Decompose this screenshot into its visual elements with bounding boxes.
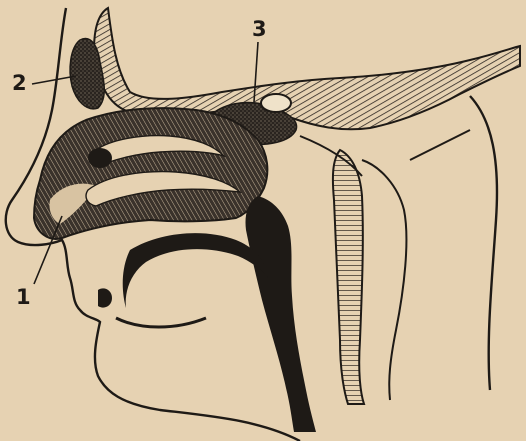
tongue-arc [116, 318, 206, 327]
back-of-neck [470, 96, 497, 390]
pharyngeal-wall [246, 196, 317, 432]
label-1: 1 [16, 285, 31, 309]
pituitary-gland [261, 94, 291, 112]
occipital-curve [410, 130, 470, 160]
soft-palate [123, 233, 268, 308]
spinal-column [333, 150, 364, 404]
leader-line-2 [32, 76, 76, 84]
lip-mark [98, 288, 112, 307]
spinal-column-back [362, 160, 406, 400]
turbinate-bulge [88, 148, 112, 168]
label-2: 2 [12, 71, 27, 95]
label-3: 3 [252, 17, 267, 41]
